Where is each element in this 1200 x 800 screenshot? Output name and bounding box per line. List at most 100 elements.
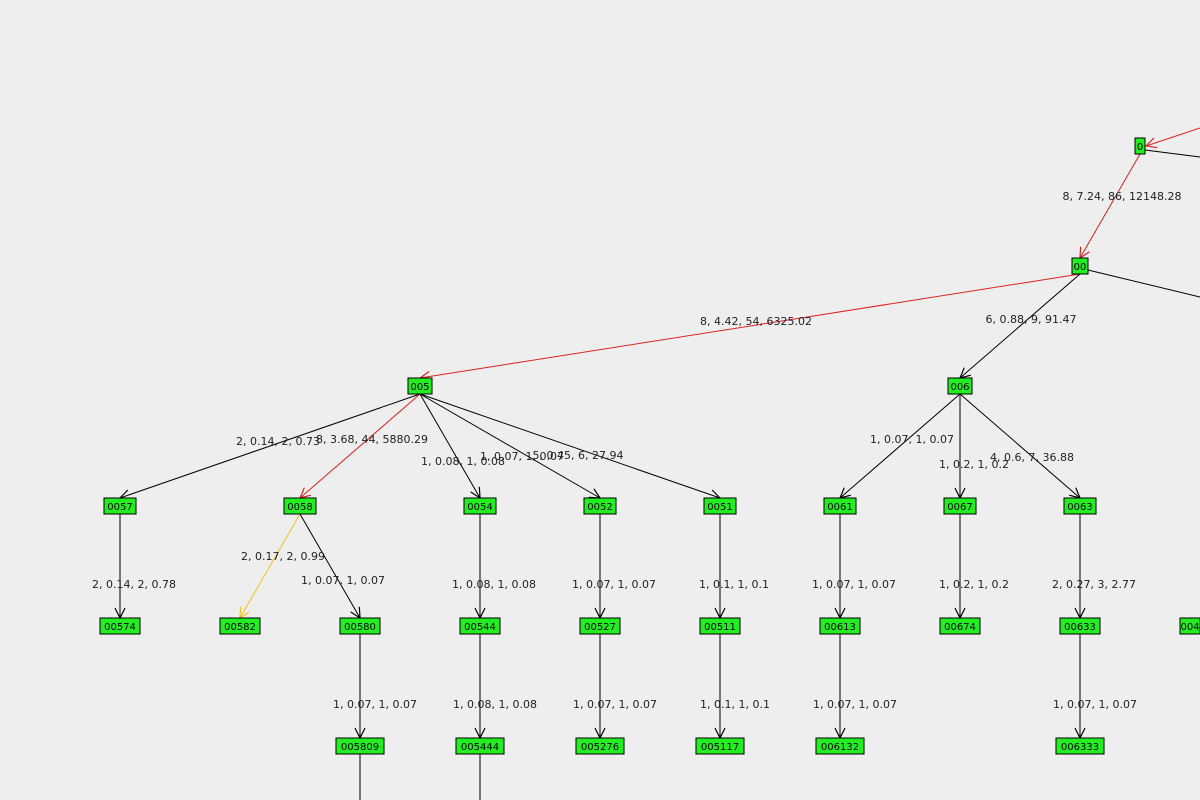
tree-node-006333[interactable]: 006333 (1055, 737, 1105, 755)
edge-label: 2, 0.27, 3, 2.77 (1052, 578, 1136, 591)
node-box[interactable] (575, 737, 625, 755)
tree-node-0058[interactable]: 0058 (283, 497, 317, 515)
edge-label: 1, 0.07, 1, 0.07 (480, 450, 564, 463)
edge-label: 1, 0.07, 1, 0.07 (301, 574, 385, 587)
tree-node-005[interactable]: 005 (407, 377, 433, 395)
edge-006-to-0063 (959, 393, 1080, 498)
node-box[interactable] (699, 617, 741, 635)
node-label: 004 (1180, 622, 1199, 633)
edge-label: 1, 0.08, 1, 0.08 (452, 578, 536, 591)
tree-node-005809[interactable]: 005809 (335, 737, 385, 755)
node-label: 0058 (287, 502, 312, 513)
node-box[interactable] (583, 497, 617, 515)
edge-0058-to-00582 (240, 513, 301, 618)
edge-005-to-0058 (300, 393, 421, 498)
edge-label: 1, 0.07, 1, 0.07 (813, 698, 897, 711)
tree-node-006[interactable]: 006 (947, 377, 973, 395)
tree-node-004[interactable]: 004 (1179, 617, 1200, 635)
node-box[interactable] (1055, 737, 1105, 755)
edges-layer (120, 153, 1141, 738)
edge-label: 1, 0.2, 1, 0.2 (939, 458, 1009, 471)
edge-005-to-0057 (120, 393, 421, 498)
edge-label: 1, 0.2, 1, 0.2 (939, 578, 1009, 591)
tree-node-0067[interactable]: 0067 (943, 497, 977, 515)
edge-006-to-0061 (840, 393, 961, 498)
edge-0058-to-00580 (299, 513, 360, 618)
tree-node-0[interactable]: 0 (1134, 137, 1146, 155)
node-box[interactable] (703, 497, 737, 515)
offscreen-edge (1087, 269, 1200, 298)
tree-node-0051[interactable]: 0051 (703, 497, 737, 515)
offscreen-edge (1146, 127, 1200, 146)
node-box[interactable] (103, 497, 137, 515)
node-label: 0057 (107, 502, 132, 513)
edge-00-to-005 (420, 273, 1081, 378)
node-label: 006 (950, 382, 969, 393)
node-box[interactable] (579, 617, 621, 635)
node-label: 0061 (827, 502, 852, 513)
node-box[interactable] (1179, 617, 1200, 635)
node-label: 0067 (947, 502, 972, 513)
edge-labels-layer: 8, 7.24, 86, 12148.288, 4.42, 54, 6325.0… (92, 190, 1181, 711)
edge-label: 1, 0.07, 1, 0.07 (870, 433, 954, 446)
node-box[interactable] (459, 617, 501, 635)
edge-label: 1, 0.07, 1, 0.07 (812, 578, 896, 591)
tree-node-00511[interactable]: 00511 (699, 617, 741, 635)
tree-node-00613[interactable]: 00613 (819, 617, 861, 635)
node-box[interactable] (815, 737, 865, 755)
node-box[interactable] (695, 737, 745, 755)
node-label: 00 (1074, 262, 1087, 273)
node-box[interactable] (1071, 257, 1089, 275)
edge-00-to-006 (960, 273, 1081, 378)
tree-node-00674[interactable]: 00674 (939, 617, 981, 635)
node-label: 0063 (1067, 502, 1092, 513)
node-box[interactable] (1059, 617, 1101, 635)
tree-node-0061[interactable]: 0061 (823, 497, 857, 515)
edge-label: 6, 0.88, 9, 91.47 (986, 313, 1077, 326)
offscreen-edges (359, 127, 1200, 800)
edge-005-to-0054 (419, 393, 480, 498)
tree-node-00[interactable]: 00 (1071, 257, 1089, 275)
node-box[interactable] (823, 497, 857, 515)
node-box[interactable] (99, 617, 141, 635)
node-label: 0052 (587, 502, 612, 513)
tree-node-00544[interactable]: 00544 (459, 617, 501, 635)
node-label: 005809 (341, 742, 379, 753)
node-label: 005 (410, 382, 429, 393)
edge-label: 2, 0.14, 2, 0.78 (92, 578, 176, 591)
tree-node-005117[interactable]: 005117 (695, 737, 745, 755)
node-label: 005117 (701, 742, 739, 753)
tree-node-006132[interactable]: 006132 (815, 737, 865, 755)
tree-node-0057[interactable]: 0057 (103, 497, 137, 515)
tree-node-0052[interactable]: 0052 (583, 497, 617, 515)
tree-node-00527[interactable]: 00527 (579, 617, 621, 635)
tree-node-00574[interactable]: 00574 (99, 617, 141, 635)
edge-label: 1, 0.07, 1, 0.07 (333, 698, 417, 711)
tree-node-00580[interactable]: 00580 (339, 617, 381, 635)
tree-node-0054[interactable]: 0054 (463, 497, 497, 515)
node-label: 00527 (584, 622, 616, 633)
tree-node-005276[interactable]: 005276 (575, 737, 625, 755)
node-label: 00574 (104, 622, 136, 633)
node-box[interactable] (339, 617, 381, 635)
tree-node-0063[interactable]: 0063 (1063, 497, 1097, 515)
node-box[interactable] (1134, 137, 1146, 155)
tree-node-00633[interactable]: 00633 (1059, 617, 1101, 635)
node-box[interactable] (947, 377, 973, 395)
node-label: 00633 (1064, 622, 1096, 633)
edge-label: 2, 0.17, 2, 0.99 (241, 550, 325, 563)
node-box[interactable] (219, 617, 261, 635)
tree-node-005444[interactable]: 005444 (455, 737, 505, 755)
node-box[interactable] (455, 737, 505, 755)
node-box[interactable] (407, 377, 433, 395)
node-box[interactable] (819, 617, 861, 635)
edge-label: 2, 0.14, 2, 0.73 (236, 435, 320, 448)
node-box[interactable] (1063, 497, 1097, 515)
node-box[interactable] (463, 497, 497, 515)
node-box[interactable] (939, 617, 981, 635)
node-box[interactable] (283, 497, 317, 515)
tree-node-00582[interactable]: 00582 (219, 617, 261, 635)
node-box[interactable] (943, 497, 977, 515)
node-box[interactable] (335, 737, 385, 755)
